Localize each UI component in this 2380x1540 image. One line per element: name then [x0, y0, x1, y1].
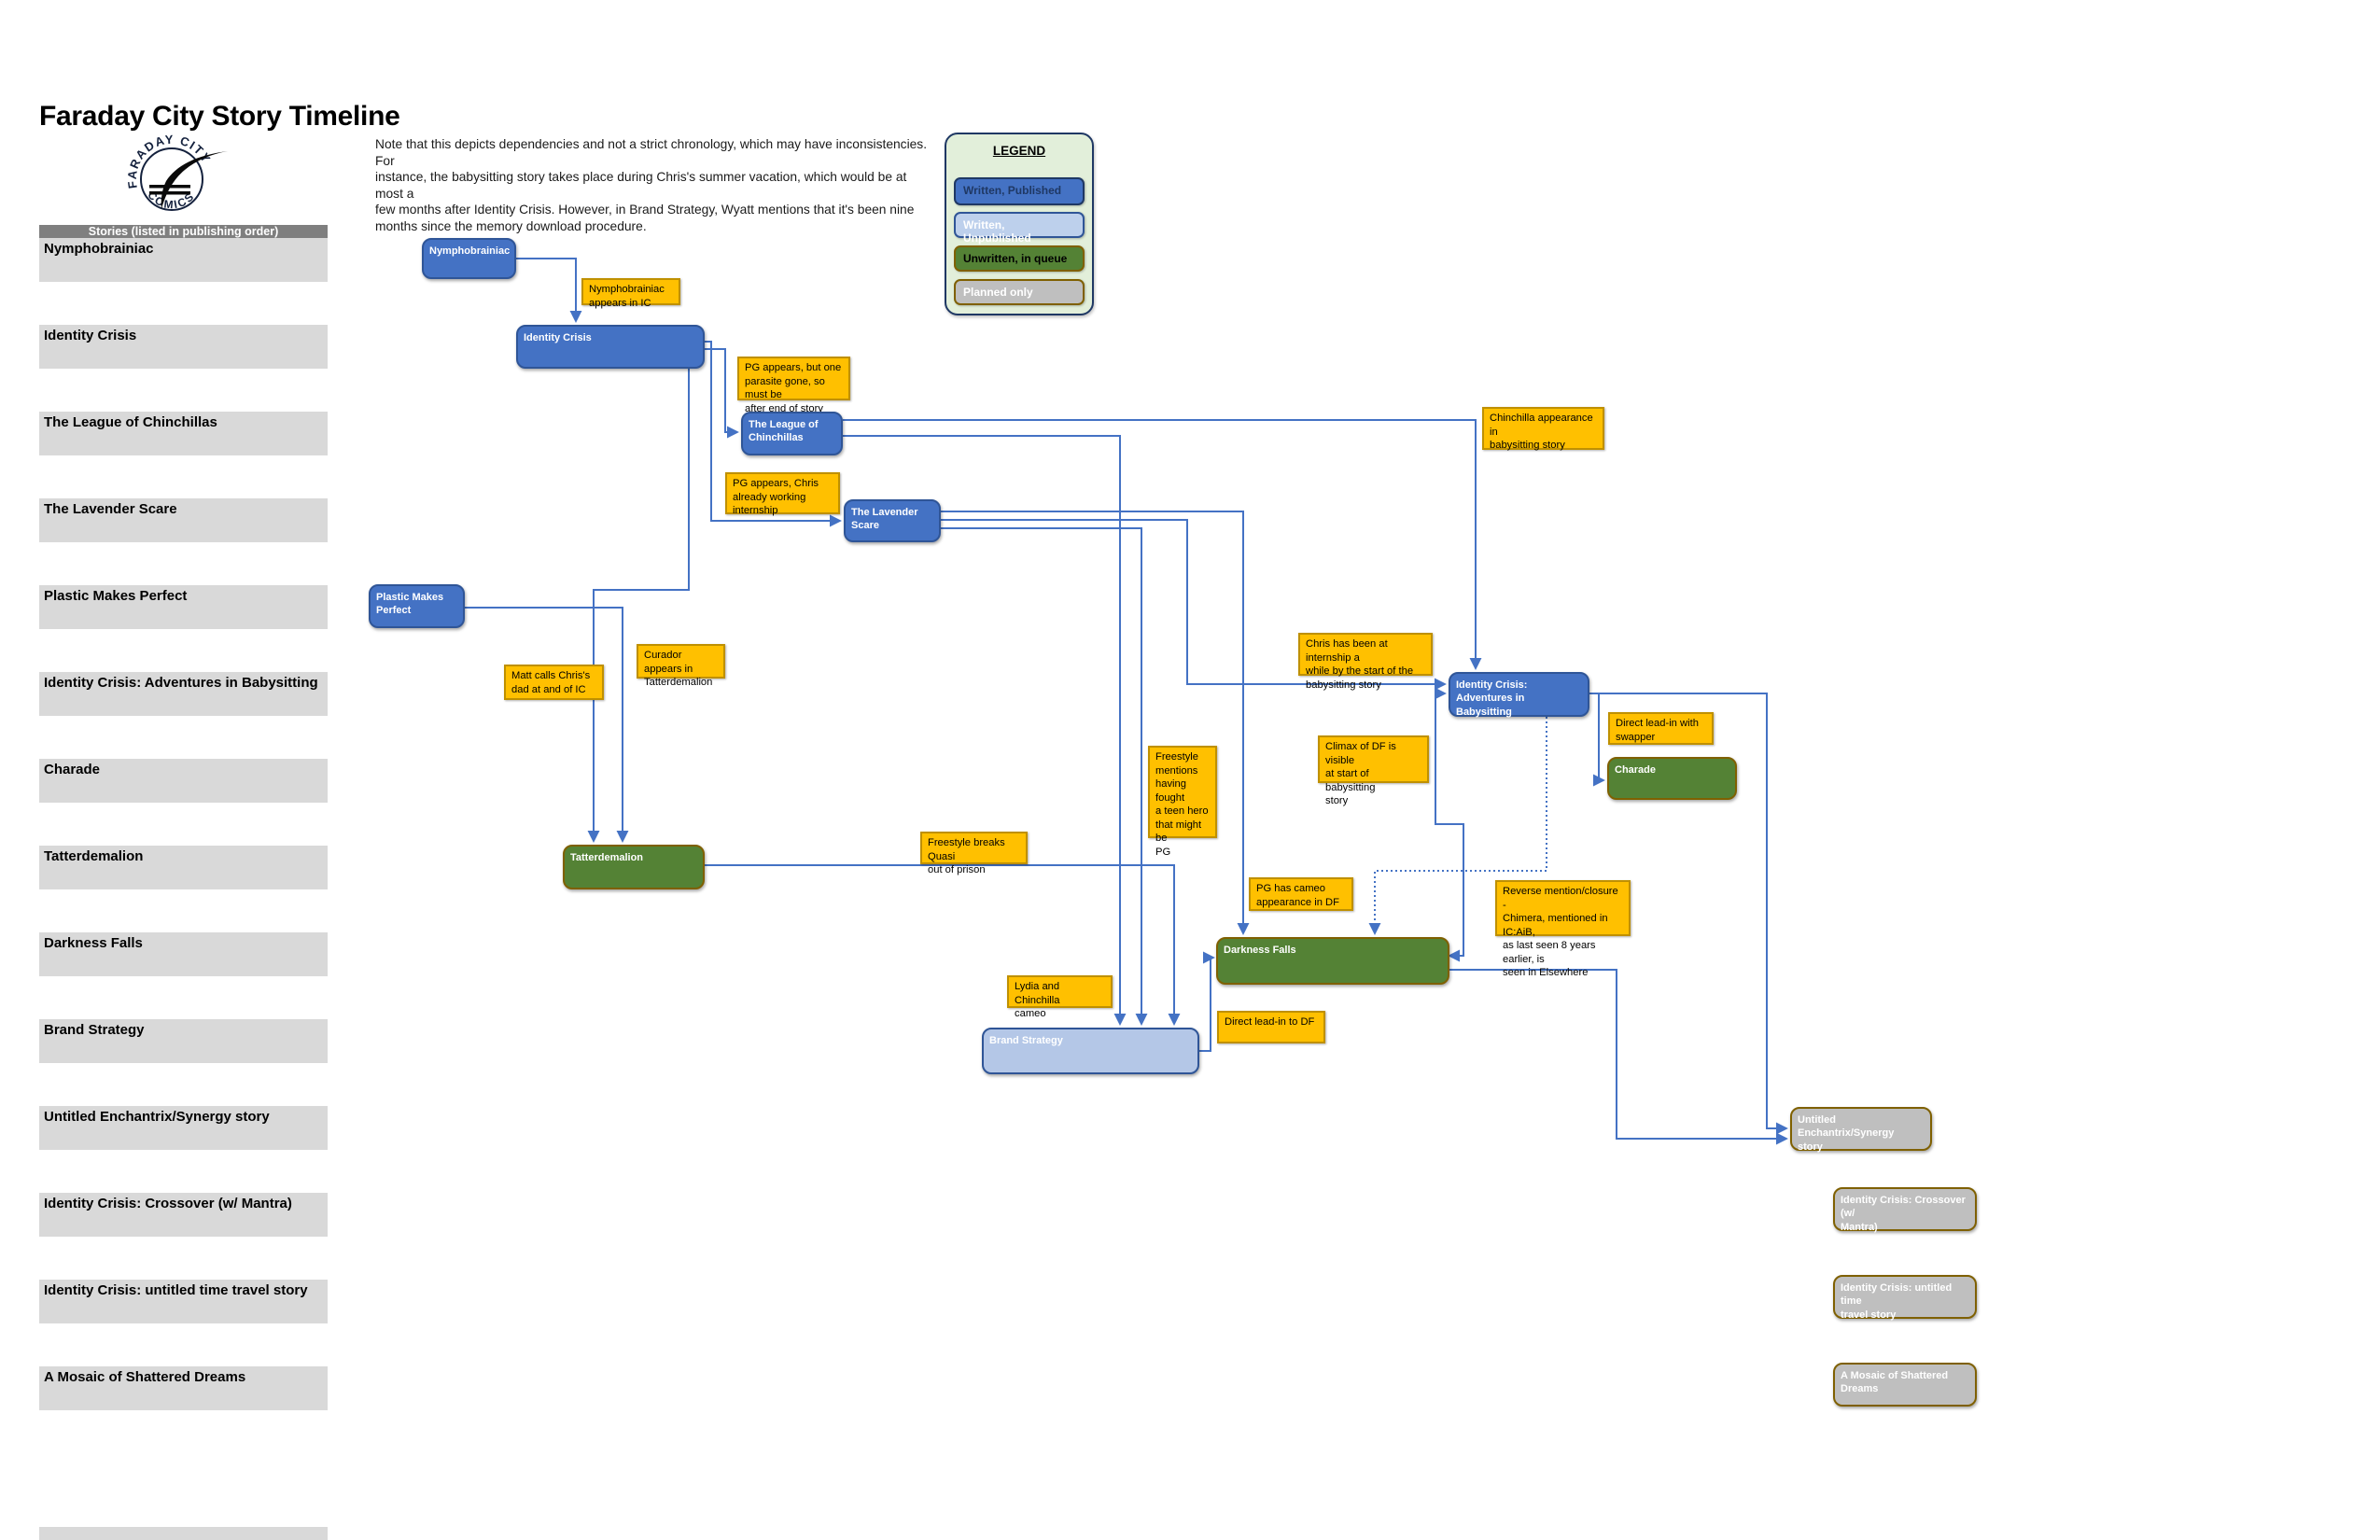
note-chris-internship-while[interactable]: Chris has been at internship a while by … [1298, 633, 1433, 691]
note-chinchilla-appearance[interactable]: Chinchilla appearance in babysitting sto… [1482, 407, 1604, 451]
note-climax-of-df[interactable]: Climax of DF is visible at start of baby… [1318, 735, 1429, 806]
note-reverse-mention-chimera[interactable]: Reverse mention/closure - Chimera, menti… [1495, 880, 1631, 978]
note-curador-appears[interactable]: Curador appears in Tatterdemalion [637, 644, 725, 688]
story-list-row: Tatterdemalion [39, 846, 328, 889]
logo-bar-bottom [149, 191, 190, 195]
connector-babysitting-to-darkness-falls-dotted [1368, 717, 1547, 935]
connector-lavender-to-babysitting [941, 519, 1447, 691]
connector-babysitting-to-enchantrix-synergy [1589, 693, 1788, 1135]
connector-darkness-falls-to-enchantrix-synergy [1449, 969, 1788, 1145]
legend-title: LEGEND [992, 144, 1046, 158]
story-node-identity-crisis[interactable]: Identity Crisis [516, 325, 705, 369]
story-list-row: Brand Strategy [39, 1019, 328, 1063]
connector-chinchillas-to-babysitting [843, 419, 1482, 670]
story-node-darkness-falls[interactable]: Darkness Falls [1216, 937, 1449, 985]
page-title: Faraday City Story Timeline [39, 101, 400, 132]
story-node-untitled-enchantrix-synergy[interactable]: Untitled Enchantrix/Synergy story [1790, 1107, 1932, 1153]
connector-plastic-makes-perfect-to-tatterdemalion [465, 607, 629, 843]
story-node-lavender-scare[interactable]: The Lavender Scare [844, 499, 941, 542]
story-list-row: Nymphobrainiac [39, 238, 328, 282]
note-freestyle-breaks-quasi[interactable]: Freestyle breaks Quasi out of prison [920, 832, 1028, 875]
story-list-row: Identity Crisis [39, 325, 328, 369]
story-node-plastic-makes-perfect[interactable]: Plastic Makes Perfect [369, 584, 465, 628]
legend-item-1: Written, Unpublished [954, 212, 1085, 245]
faraday-city-comics-logo: FARADAY CITY COMICS [118, 131, 233, 226]
note-direct-lead-in-swapper[interactable]: Direct lead-in with swapper [1608, 712, 1714, 745]
story-list-row: The League of Chinchillas [39, 412, 328, 455]
note-nympho-appears-in-ic[interactable]: Nymphobrainiac appears in IC [581, 278, 680, 309]
note-freestyle-teen-hero[interactable]: Freestyle mentions having fought a teen … [1148, 746, 1217, 858]
story-node-charade[interactable]: Charade [1607, 757, 1737, 800]
legend-item-0: Written, Published [954, 177, 1085, 205]
note-pg-chris-internship[interactable]: PG appears, Chris already working intern… [725, 472, 840, 516]
story-node-mosaic-of-shattered-dreams[interactable]: A Mosaic of Shattered Dreams [1833, 1363, 1977, 1407]
story-node-league-of-chinchillas[interactable]: The League of Chinchillas [741, 412, 843, 455]
story-node-ic-adventures-in-babysitting[interactable]: Identity Crisis: Adventures in Babysitti… [1449, 672, 1589, 718]
connector-lavender-to-brand-strategy [941, 527, 1148, 1026]
story-list-row: Untitled Enchantrix/Synergy story [39, 1106, 328, 1150]
logo-feather-swoosh [161, 151, 228, 209]
story-list-row: Plastic Makes Perfect [39, 585, 328, 629]
note-direct-lead-in-df[interactable]: Direct lead-in to DF [1217, 1011, 1325, 1043]
connector-nymphobrainiac-to-identity-crisis [516, 258, 582, 323]
story-list-row: Identity Crisis: Crossover (w/ Mantra) [39, 1193, 328, 1237]
story-node-brand-strategy[interactable]: Brand Strategy [982, 1028, 1199, 1074]
connector-brand-strategy-to-darkness-falls [1199, 951, 1215, 1052]
connector-babysitting-to-charade [1592, 693, 1605, 787]
logo-bar-top [149, 185, 190, 189]
story-list-row: The Lavender Scare [39, 498, 328, 542]
connector-tatterdemalion-to-brand-strategy [705, 864, 1181, 1026]
story-list-row: Identity Crisis: untitled time travel st… [39, 1280, 328, 1323]
story-list-row-partial [39, 1527, 328, 1540]
story-list-row: Charade [39, 759, 328, 803]
connector-identity-crisis-to-chinchillas [705, 348, 739, 439]
story-list-row: Identity Crisis: Adventures in Babysitti… [39, 672, 328, 716]
connector-lavender-to-darkness-falls [941, 511, 1250, 935]
story-node-ic-time-travel[interactable]: Identity Crisis: untitled time travel st… [1833, 1275, 1977, 1321]
note-pg-parasite-gone[interactable]: PG appears, but one parasite gone, so mu… [737, 357, 850, 414]
legend-item-2: Unwritten, in queue [954, 245, 1085, 272]
connector-identity-crisis-to-lavender-scare [705, 341, 842, 527]
connector-chinchillas-to-brand-strategy [843, 435, 1127, 1026]
logo-graphic: FARADAY CITY COMICS [125, 133, 228, 212]
story-node-ic-crossover-mantra[interactable]: Identity Crisis: Crossover (w/ Mantra) [1833, 1187, 1977, 1233]
connector-darkness-falls-babysitting-climax [1434, 687, 1464, 962]
note-pg-cameo-df[interactable]: PG has cameo appearance in DF [1249, 877, 1353, 911]
connector-identity-crisis-to-tatterdemalion [587, 369, 690, 843]
note-lydia-chinchilla-cameo[interactable]: Lydia and Chinchilla cameo [1007, 975, 1113, 1019]
story-list-row: Darkness Falls [39, 932, 328, 976]
story-list-row: A Mosaic of Shattered Dreams [39, 1366, 328, 1410]
story-node-tatterdemalion[interactable]: Tatterdemalion [563, 845, 705, 889]
story-list-header: Stories (listed in publishing order) [39, 225, 328, 239]
story-node-nymphobrainiac[interactable]: Nymphobrainiac [422, 238, 516, 279]
legend-item-3: Planned only [954, 279, 1085, 305]
note-matt-calls-dad[interactable]: Matt calls Chris's dad at and of IC [504, 665, 604, 700]
chronology-note: Note that this depicts dependencies and … [375, 137, 928, 233]
